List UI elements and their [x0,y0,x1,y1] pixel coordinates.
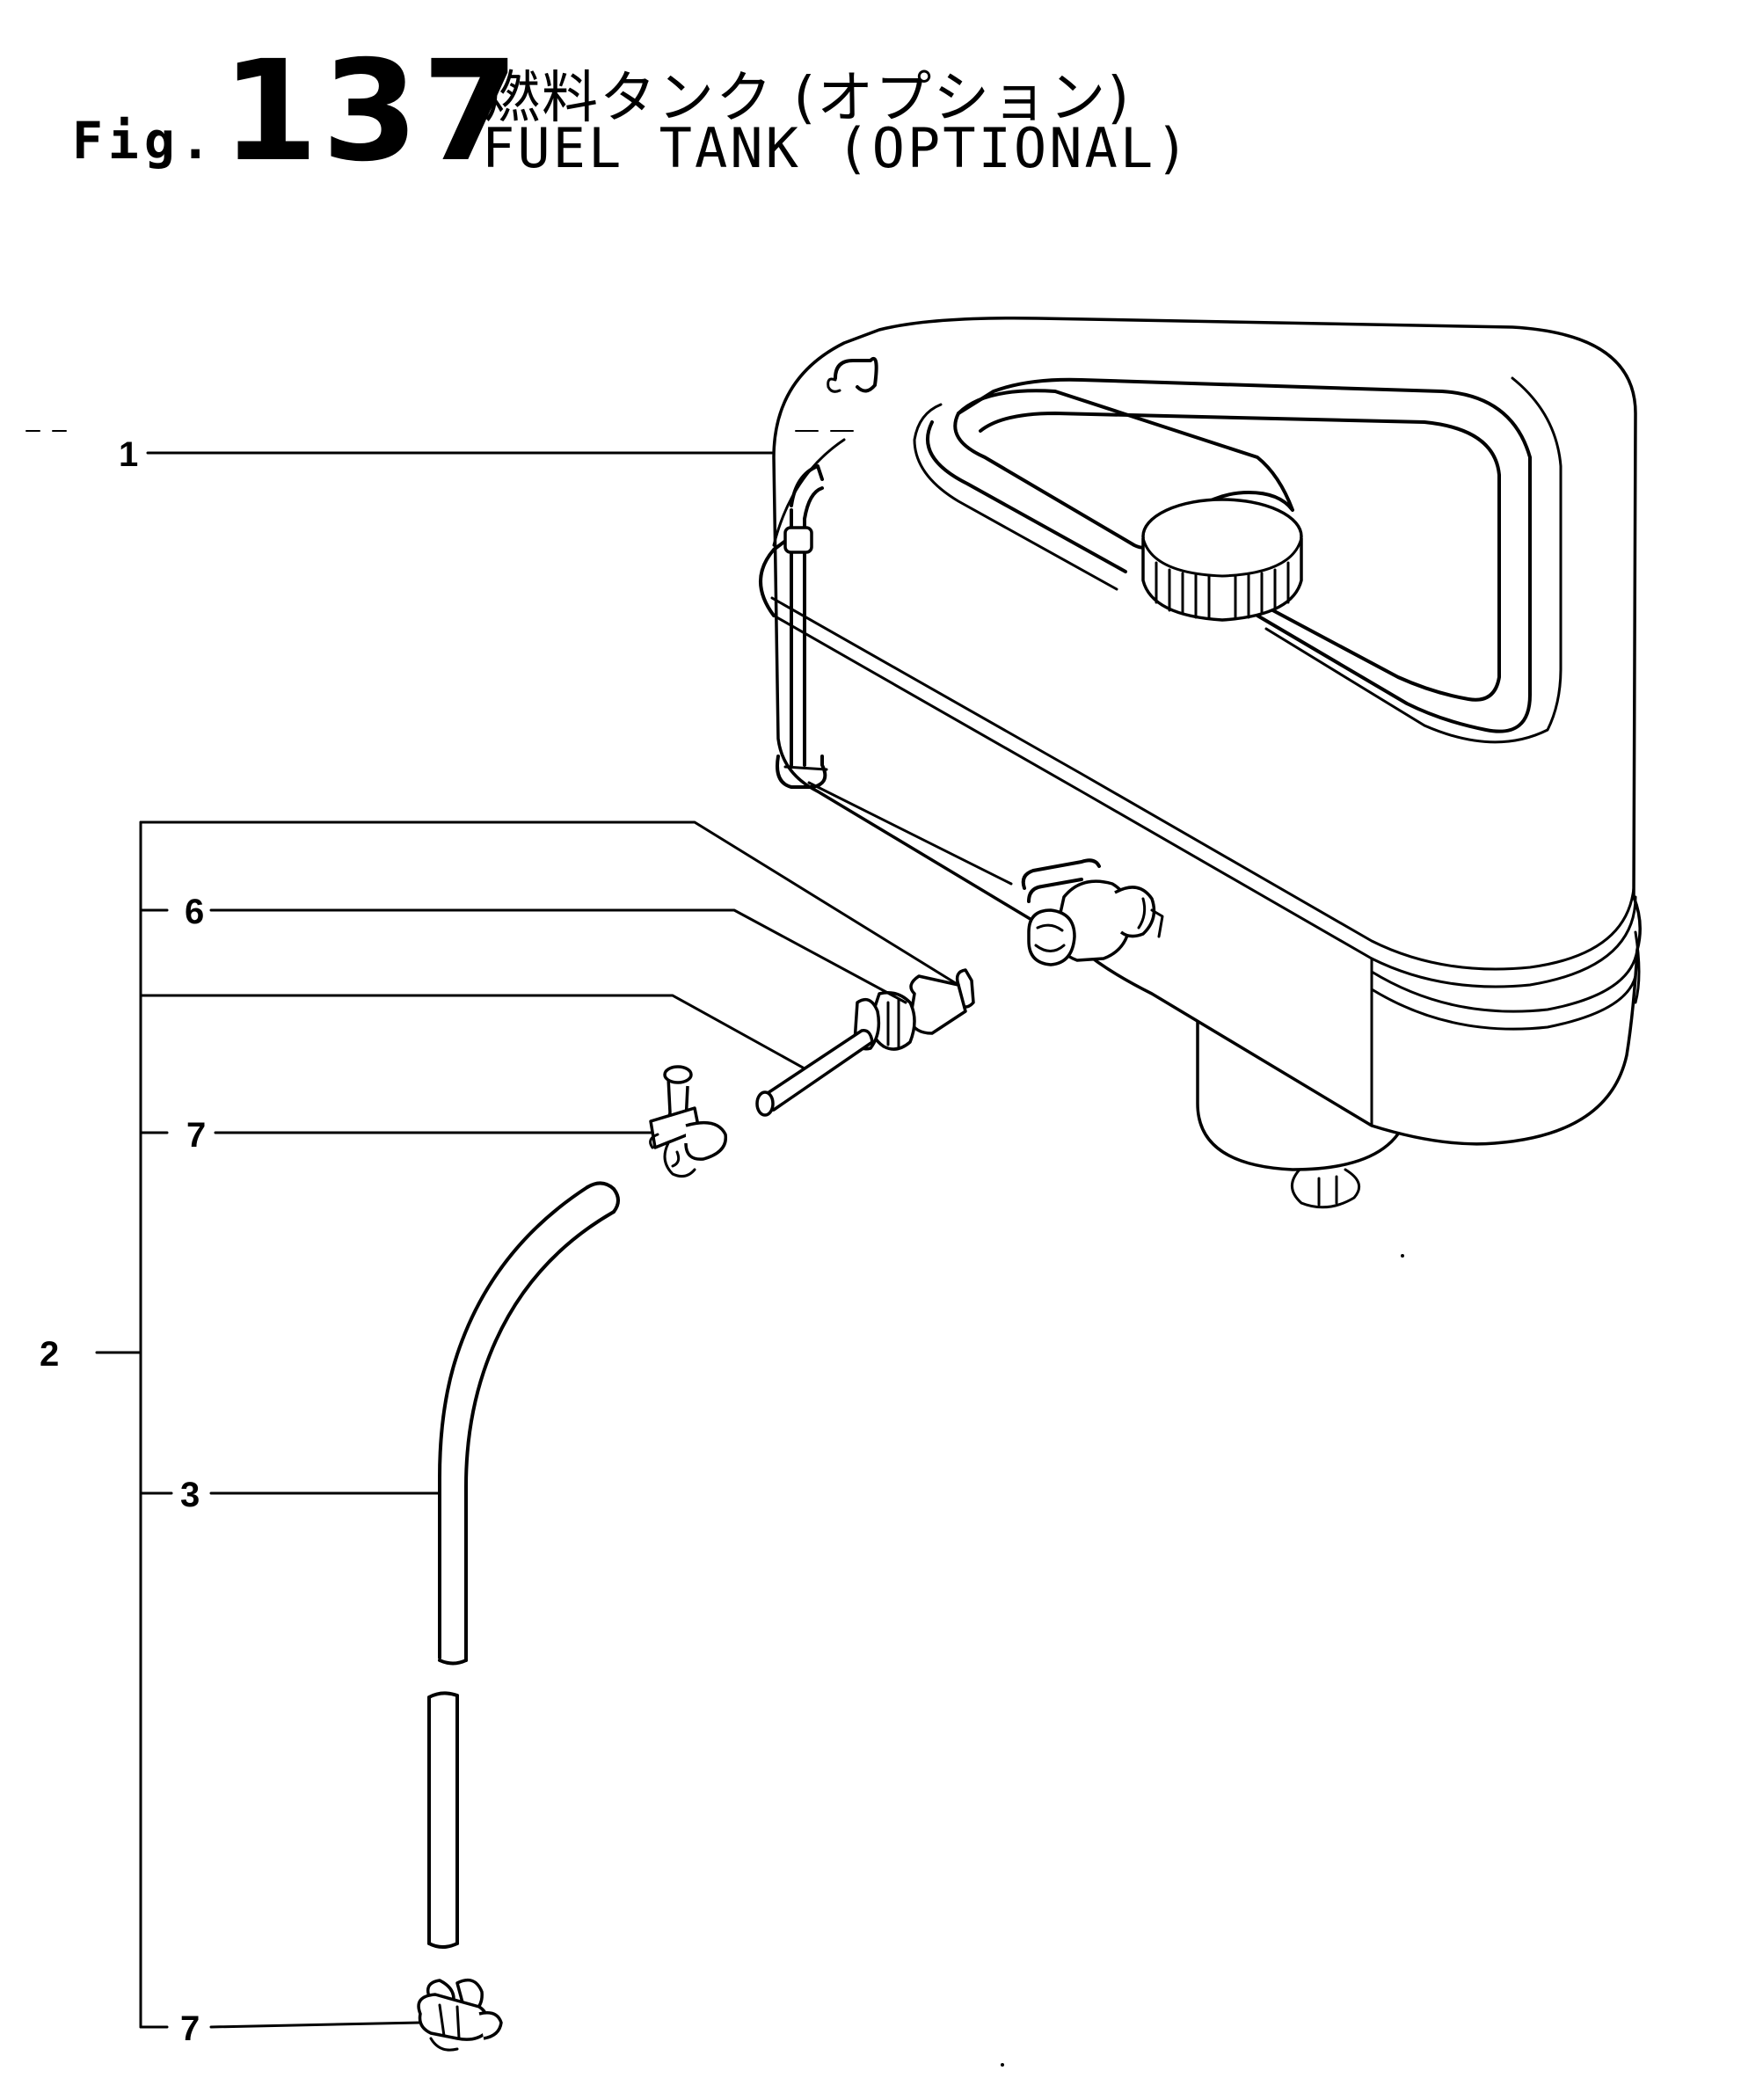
leader-lines [25,430,1013,2029]
fuel-hose [427,1181,620,1949]
callout-1: 1 [119,435,138,474]
figure-title-japanese: 燃料タンク (オプション) [484,66,1132,131]
filler-cap-knurl [1141,538,1303,622]
callout-3: 3 [180,1476,200,1514]
tank-body [772,317,1642,1146]
hose-clamp-lower [417,1978,503,2052]
drain-plug [1291,1168,1361,1209]
fuel-cock-lever [1021,858,1101,890]
fuel-tank [759,317,1642,1209]
figure-number: 137 [222,31,522,193]
hose-clamp-upper [649,1065,728,1178]
callout-7-lower: 7 [180,2009,200,2048]
callout-6: 6 [185,893,204,931]
callout-2: 2 [40,1335,59,1374]
callout-7-upper: 7 [186,1116,206,1155]
callouts: 1 6 7 2 3 7 [40,435,206,2048]
figure-title-english: FUEL TANK (OPTIONAL) [482,116,1191,180]
union-fitting [755,968,975,1117]
figure-prefix: Fig. [72,111,216,171]
